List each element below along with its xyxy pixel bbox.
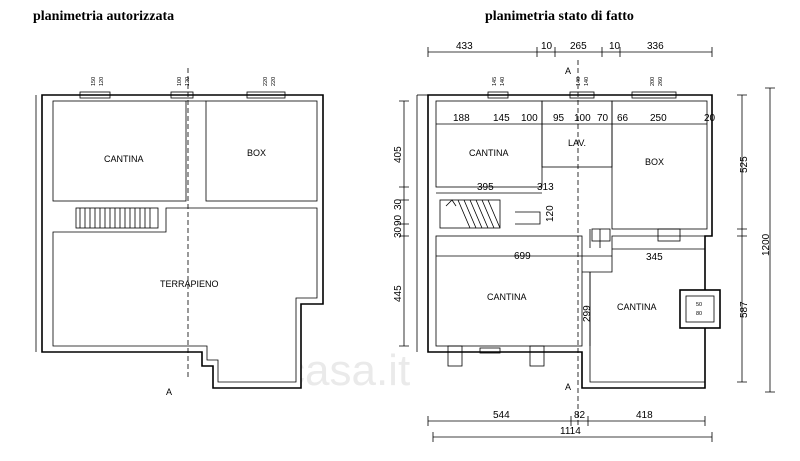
left-section-mark: A xyxy=(166,387,172,397)
svg-text:100: 100 xyxy=(574,113,591,124)
right-cantina-bottom-right-room xyxy=(582,235,706,383)
left-outer-wall xyxy=(41,94,324,389)
svg-text:140: 140 xyxy=(500,77,506,86)
right-room-label-lav: LAV. xyxy=(568,138,586,148)
right-room-label-cantina-bottom-right: CANTINA xyxy=(617,302,657,312)
svg-text:150: 150 xyxy=(91,77,97,86)
right-section-mark-top: A xyxy=(565,66,571,76)
svg-text:250: 250 xyxy=(650,113,667,124)
right-room-label-cantina-bottom-left: CANTINA xyxy=(487,292,527,302)
svg-text:70: 70 xyxy=(597,113,609,124)
svg-text:587: 587 xyxy=(739,301,750,318)
svg-text:1200: 1200 xyxy=(761,233,772,256)
svg-text:20: 20 xyxy=(704,113,716,124)
svg-text:80: 80 xyxy=(696,311,702,317)
left-box-room xyxy=(205,100,318,202)
svg-text:260: 260 xyxy=(658,77,664,86)
svg-text:100: 100 xyxy=(177,77,183,86)
svg-text:220: 220 xyxy=(271,77,277,86)
svg-text:188: 188 xyxy=(453,113,470,124)
left-floor-plan: CANTINA BOX TERRAPIENO A 150 120 100 120… xyxy=(35,68,324,397)
svg-text:95: 95 xyxy=(553,113,565,124)
left-room-label-box: BOX xyxy=(247,148,266,158)
svg-text:313: 313 xyxy=(537,182,554,193)
left-cantina-room xyxy=(52,100,187,202)
right-room-label-box: BOX xyxy=(645,157,664,167)
svg-text:90: 90 xyxy=(393,214,404,226)
svg-text:345: 345 xyxy=(646,252,663,263)
svg-text:145: 145 xyxy=(492,77,498,86)
svg-text:50: 50 xyxy=(696,302,702,308)
svg-text:405: 405 xyxy=(393,146,404,163)
svg-text:525: 525 xyxy=(739,156,750,173)
svg-text:445: 445 xyxy=(393,285,404,302)
svg-text:120: 120 xyxy=(99,77,105,86)
svg-text:200: 200 xyxy=(650,77,656,86)
dim-top-433: 433 xyxy=(456,41,473,52)
title-current-plan: planimetria stato di fatto xyxy=(485,9,634,24)
dim-total-width: 1114 xyxy=(560,426,581,437)
svg-text:145: 145 xyxy=(493,113,510,124)
svg-text:220: 220 xyxy=(263,77,269,86)
right-outer-wall xyxy=(427,94,713,389)
dim-top-336: 336 xyxy=(647,41,664,52)
svg-text:30: 30 xyxy=(393,198,404,210)
watermark-text: casa.it xyxy=(283,346,410,395)
left-room-label-cantina: CANTINA xyxy=(104,154,144,164)
svg-text:120: 120 xyxy=(185,77,191,86)
svg-text:66: 66 xyxy=(617,113,629,124)
dim-top-10a: 10 xyxy=(541,41,553,52)
title-authorized-plan: planimetria autorizzata xyxy=(33,9,175,24)
svg-text:395: 395 xyxy=(477,182,494,193)
svg-text:699: 699 xyxy=(514,251,531,262)
svg-text:120: 120 xyxy=(545,205,556,222)
svg-text:30: 30 xyxy=(393,226,404,238)
svg-text:418: 418 xyxy=(636,410,653,421)
svg-text:140: 140 xyxy=(584,77,590,86)
left-room-label-terrapieno: TERRAPIENO xyxy=(160,279,219,289)
svg-text:140: 140 xyxy=(576,77,582,86)
dim-top-10b: 10 xyxy=(609,41,621,52)
left-stair xyxy=(75,207,159,229)
svg-text:544: 544 xyxy=(493,410,510,421)
dim-top-265: 265 xyxy=(570,41,587,52)
right-section-mark-bottom: A xyxy=(565,382,571,392)
right-floor-plan: 50 80 CANTINA LAV. BOX CANTINA CANTINA A… xyxy=(393,41,775,442)
left-terrapieno-room xyxy=(52,207,318,383)
svg-text:299: 299 xyxy=(582,305,593,322)
right-room-label-cantina-top: CANTINA xyxy=(469,148,509,158)
svg-text:100: 100 xyxy=(521,113,538,124)
svg-text:82: 82 xyxy=(574,410,586,421)
right-cantina-bottom-left-room xyxy=(435,235,583,347)
